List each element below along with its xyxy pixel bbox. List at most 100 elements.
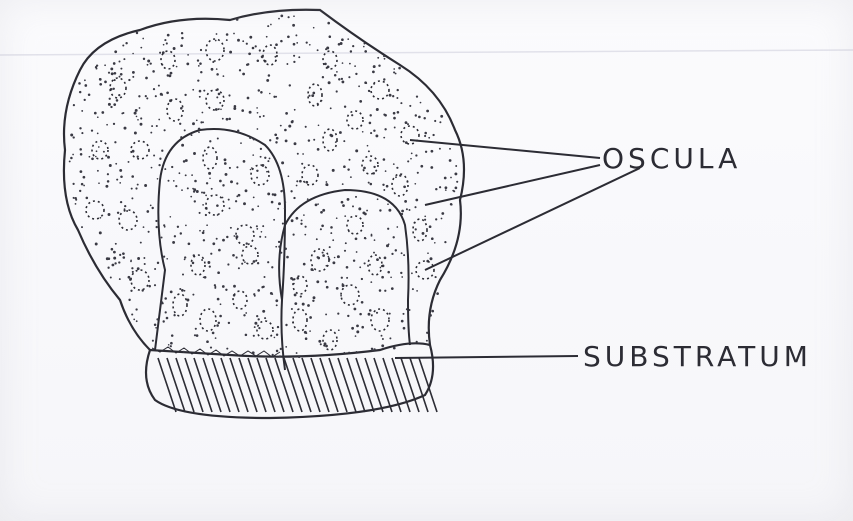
- stipple-dot: [73, 136, 75, 138]
- stipple-dot: [404, 200, 407, 203]
- stipple-dot: [114, 50, 117, 53]
- stipple-dot: [259, 49, 261, 51]
- stipple-dot: [164, 129, 166, 131]
- stipple-dot: [394, 127, 396, 129]
- stipple-dot: [288, 175, 290, 177]
- stipple-dot: [219, 102, 221, 104]
- stipple-dot: [278, 202, 281, 205]
- stipple-dot: [260, 156, 262, 158]
- hatch-stroke: [338, 358, 356, 412]
- stipple-dot: [263, 115, 265, 117]
- stipple-dot: [222, 118, 224, 120]
- stipple-dot: [385, 170, 387, 172]
- stipple-dot: [119, 254, 121, 256]
- stipple-dot: [197, 59, 199, 61]
- stipple-dot: [439, 148, 441, 150]
- stipple-dot: [211, 68, 214, 71]
- stipple-dot: [250, 169, 252, 171]
- stipple-dot: [344, 352, 346, 354]
- stipple-dot: [370, 132, 372, 134]
- stipple-dot: [227, 263, 229, 265]
- stipple-dot: [197, 79, 199, 81]
- stipple-dot: [384, 128, 386, 130]
- stipple-dot: [305, 126, 307, 128]
- hatch-stroke: [374, 358, 392, 412]
- stipple-dot: [120, 176, 123, 179]
- stipple-dot: [334, 257, 336, 259]
- stipple-dot: [426, 332, 428, 334]
- stipple-dot: [431, 237, 434, 240]
- stipple-dot: [293, 55, 295, 57]
- pore-ring: [119, 210, 137, 230]
- stipple-dot: [396, 226, 398, 228]
- stipple-dot: [157, 178, 159, 180]
- stipple-dot: [270, 24, 272, 26]
- stipple-dot: [233, 235, 235, 237]
- stipple-dot: [138, 95, 140, 97]
- stipple-dot: [228, 322, 230, 324]
- stipple-dot: [143, 58, 145, 60]
- stipple-dot: [206, 340, 209, 343]
- stipple-dot: [219, 315, 222, 318]
- hatch-stroke: [302, 358, 320, 412]
- stipple-dot: [287, 35, 290, 38]
- stipple-dot: [361, 278, 363, 280]
- stipple-dot: [387, 228, 389, 230]
- stipple-dot: [369, 122, 372, 125]
- stipple-dot: [435, 188, 437, 190]
- stipple-dot: [239, 69, 241, 71]
- stipple-dot: [381, 335, 383, 337]
- stipple-dot: [343, 165, 346, 168]
- stipple-dot: [336, 287, 339, 290]
- stipple-dot: [91, 157, 94, 160]
- stipple-dot: [425, 151, 427, 153]
- stipple-dot: [257, 205, 259, 207]
- stipple-dot: [256, 228, 258, 230]
- pore-ring: [206, 39, 224, 61]
- stipple-dot: [226, 118, 229, 121]
- pore-ring: [206, 195, 224, 215]
- stipple-dot: [280, 252, 282, 254]
- stipple-dot: [329, 35, 332, 38]
- stipple-dot: [135, 109, 138, 112]
- stipple-dot: [232, 254, 235, 257]
- stipple-dot: [432, 134, 434, 136]
- stipple-dot: [355, 73, 357, 75]
- stipple-dot: [113, 62, 116, 65]
- stipple-dot: [209, 140, 211, 142]
- stipple-dot: [308, 139, 310, 141]
- stipple-dot: [326, 47, 329, 50]
- stipple-dot: [95, 243, 98, 246]
- stipple-dot: [212, 332, 215, 335]
- hatch-stroke: [257, 358, 275, 412]
- stipple-dot: [392, 95, 394, 97]
- stipple-dot: [186, 62, 189, 65]
- stipple-dot: [156, 226, 158, 228]
- stipple-dot: [151, 125, 153, 127]
- stipple-dot: [313, 27, 315, 29]
- stipple-dot: [220, 109, 222, 111]
- stipple-dot: [136, 116, 138, 118]
- stipple-dot: [269, 157, 271, 159]
- stipple-dot: [134, 112, 137, 115]
- stipple-dot: [157, 262, 159, 264]
- stipple-dot: [324, 63, 327, 66]
- stipple-dot: [108, 213, 111, 216]
- pore-ring: [173, 294, 187, 316]
- stipple-dot: [110, 277, 112, 279]
- stipple-dot: [348, 352, 350, 354]
- stipple-dot: [96, 150, 98, 152]
- stipple-dot: [184, 94, 186, 96]
- stipple-dot: [73, 104, 75, 106]
- stipple-dot: [155, 327, 157, 329]
- stipple-dot: [368, 313, 371, 316]
- stipple-dot: [267, 261, 269, 263]
- stipple-dot: [242, 73, 245, 76]
- stipple-dot: [165, 311, 167, 313]
- stipple-dot: [398, 67, 401, 70]
- stipple-dot: [370, 183, 373, 186]
- stipple-dot: [284, 248, 287, 251]
- stipple-dot: [322, 209, 325, 212]
- stipple-dot: [444, 241, 446, 243]
- stipple-dot: [294, 293, 297, 296]
